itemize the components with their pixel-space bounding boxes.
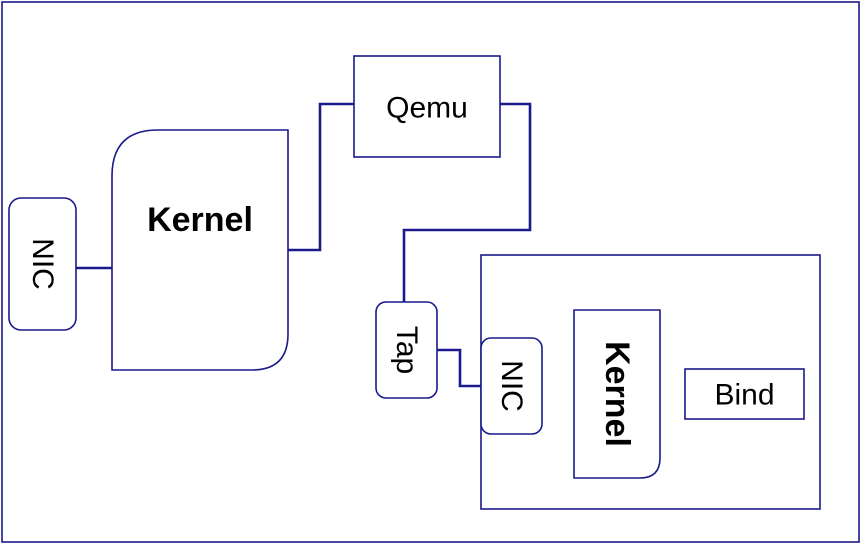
host-kernel-box [111, 129, 289, 371]
tap: Tap [375, 301, 438, 399]
host-kernel: Kernel [111, 129, 289, 371]
host-kernel-label: Kernel [147, 201, 253, 239]
wire-qemu-tap [402, 102, 532, 302]
host-nic: NIC [8, 197, 77, 331]
guest-kernel-box [573, 309, 661, 479]
bind-box [684, 368, 805, 420]
connections [76, 102, 532, 388]
host-nic-box [8, 197, 77, 331]
guest-nic-box [480, 337, 543, 435]
bind: Bind [684, 368, 805, 420]
bind-label: Bind [714, 379, 774, 412]
guest-kernel: Kernel [573, 309, 661, 479]
tap-box [375, 301, 438, 399]
guest-nic-label: NIC [495, 360, 528, 412]
qemu: Qemu [353, 55, 501, 158]
qemu-label: Qemu [386, 92, 468, 125]
wire-kernel-qemu [288, 102, 354, 252]
wire-tap-guest-nic [437, 348, 481, 388]
guest-kernel-label: Kernel [598, 341, 636, 447]
host-nic-label: NIC [26, 238, 59, 290]
qemu-box [353, 55, 501, 158]
guest-nic: NIC [480, 337, 543, 435]
tap-label: Tap [390, 326, 423, 374]
